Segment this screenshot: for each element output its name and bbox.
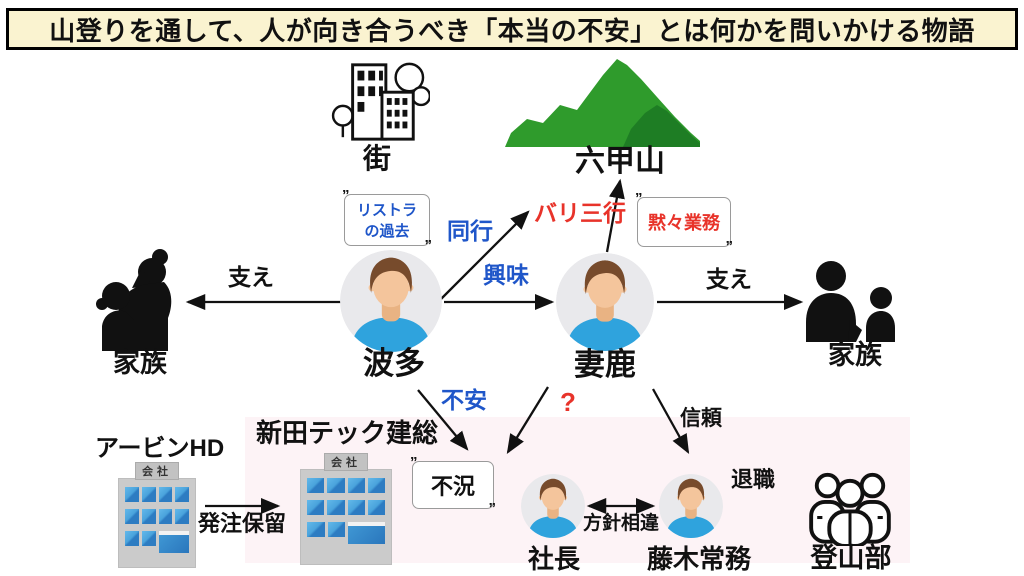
climbing-club-icon xyxy=(806,464,894,546)
trust-label: 信頼 xyxy=(680,407,722,430)
support-left-label: 支え xyxy=(228,264,274,290)
resignation-label: 退職 xyxy=(731,467,776,492)
arrow-hata-accompany xyxy=(440,210,530,300)
arrow-mega-question xyxy=(506,386,549,454)
mega-avatar xyxy=(556,253,654,351)
policy-clash-label: 方針相違 xyxy=(583,513,660,534)
city-icon xyxy=(330,57,430,145)
order-hold-label: 発注保留 xyxy=(198,511,287,536)
fujiki-avatar xyxy=(659,474,723,538)
family-right-icon xyxy=(798,260,908,342)
nitta-building-icon: 会社 xyxy=(300,453,392,565)
family-left-label: 家族 xyxy=(113,348,167,378)
bari-climb-label: バリ三行 xyxy=(534,200,626,226)
mountain-icon xyxy=(505,55,700,147)
arrow-hata-anxiety xyxy=(417,389,469,451)
silent-work-callout: 黙々業務 xyxy=(635,191,733,254)
nitta-label: 新田テック建総 xyxy=(256,418,439,448)
arrow-mega-trust xyxy=(651,388,690,455)
interest-label: 興味 xyxy=(483,262,529,288)
question-label: ? xyxy=(560,387,576,417)
urbin-label: アービンHD xyxy=(95,435,225,462)
mountain-label: 六甲山 xyxy=(575,145,665,178)
hata-avatar xyxy=(340,250,442,352)
president-avatar xyxy=(521,474,585,538)
anxiety-label: 不安 xyxy=(441,387,487,413)
title-text: 山登りを通して、人が向き合うべき「本当の不安」とは何かを問いかける物語 xyxy=(49,15,975,46)
restructure-past-callout: リストラ の過去 xyxy=(342,188,432,253)
family-left-icon xyxy=(88,246,198,351)
nitta-sign: 会社 xyxy=(324,453,368,471)
family-right-label: 家族 xyxy=(828,340,882,370)
arrow-mega-to-mountain xyxy=(605,178,625,253)
mega-label: 妻鹿 xyxy=(574,347,636,382)
fujiki-label: 藤木常務 xyxy=(646,544,752,574)
climbing-club-label: 登山部 xyxy=(810,543,892,573)
recession-callout: 不況 xyxy=(410,455,496,516)
city-label: 街 xyxy=(362,143,392,174)
support-right-label: 支え xyxy=(706,266,752,292)
accompany-label: 同行 xyxy=(447,218,493,244)
urbin-building-icon: 会社 xyxy=(118,462,196,568)
hata-label: 波多 xyxy=(363,346,425,381)
president-label: 社長 xyxy=(527,544,581,574)
urbin-sign: 会社 xyxy=(135,462,179,480)
title-banner: 山登りを通して、人が向き合うべき「本当の不安」とは何かを問いかける物語 xyxy=(6,8,1018,50)
